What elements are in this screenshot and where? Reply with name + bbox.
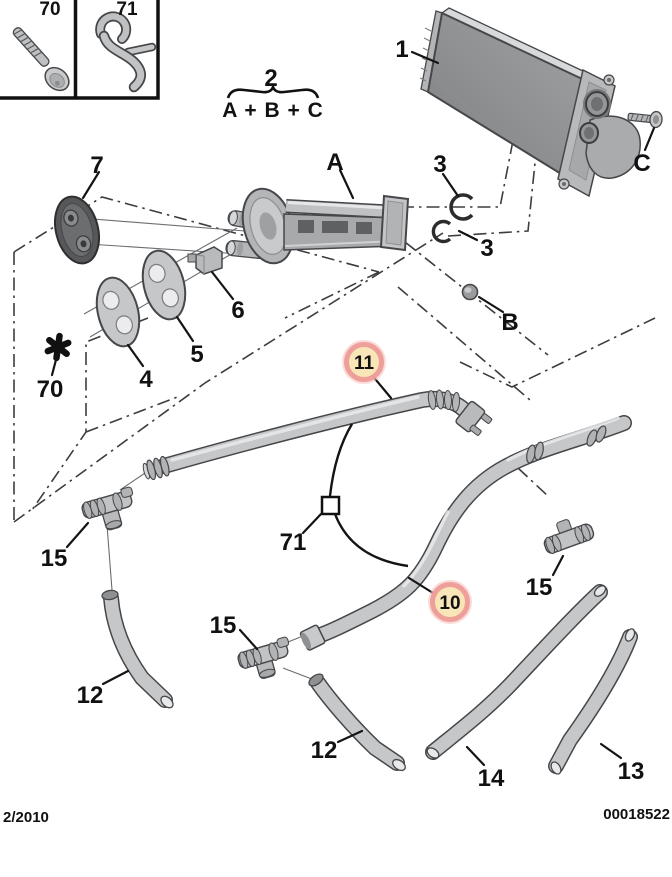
callout-grommet: 7 (90, 152, 103, 179)
inset-box: 70 71 (0, 0, 160, 100)
asterisk-70 (44, 332, 72, 362)
callout-oring-upper: 3 (433, 151, 446, 178)
callout-clip-ref: 71 (280, 529, 307, 556)
seal-4 (95, 276, 141, 348)
inset-clip (95, 11, 157, 93)
hose-13 (548, 628, 638, 775)
callout-pipe-assembly: A (326, 149, 343, 176)
kit-formula: A + B + C (222, 99, 324, 122)
hose-11 (142, 389, 493, 481)
hose-10 (299, 415, 632, 651)
callout-seal-inner: 4 (139, 366, 153, 393)
callout-screw: C (633, 150, 650, 177)
callout-tee-left: 15 (41, 545, 68, 572)
callout-core: 1 (395, 36, 408, 63)
badge-hose-11-number: 11 (354, 353, 375, 374)
callout-seal-outer: 5 (190, 341, 203, 368)
clamp-block-6 (187, 246, 223, 275)
clip-71-square (320, 495, 341, 516)
hose-12-middle (308, 673, 406, 772)
callout-hose-left: 12 (77, 682, 104, 709)
tee-middle (237, 636, 290, 680)
hose-10-end-cap (299, 624, 326, 651)
hose-12-left (101, 589, 174, 709)
footer-revision: 2/2010 (3, 809, 49, 826)
callout-clamp-block: 6 (231, 297, 244, 324)
hose-11-end-fitting (455, 400, 493, 436)
inset-clip-label: 71 (116, 0, 138, 20)
heater-core (419, 7, 641, 198)
tee-left (81, 486, 134, 531)
hose-11-corrugation (427, 389, 461, 412)
leader-lines (50, 50, 656, 767)
badge-hose-11[interactable]: 11 (342, 340, 386, 384)
callout-tee-right: 15 (526, 574, 553, 601)
badge-hose-10[interactable]: 10 (428, 580, 472, 624)
kit-brace (226, 82, 320, 99)
kit-number: 2 (264, 65, 277, 92)
badge-hose-10-number: 10 (439, 593, 460, 614)
assembly-axes (54, 215, 318, 682)
screw-c (627, 110, 663, 129)
oring-upper (449, 193, 474, 221)
plug-b (461, 283, 479, 301)
clip-71-marker (320, 423, 409, 568)
seal-5 (141, 249, 187, 321)
tee-right (543, 519, 595, 555)
hose-11-left-fitting (142, 455, 170, 481)
callout-oring-lower: 3 (480, 235, 493, 262)
footer-document-number: 00018522 (603, 806, 670, 823)
oring-lower (431, 219, 452, 244)
callout-tee-middle: 15 (210, 612, 237, 639)
callout-hose-middle: 12 (311, 737, 338, 764)
core-end-bracket (557, 68, 641, 198)
pipe-assembly-a (225, 187, 410, 265)
callout-screw-ref: 70 (37, 376, 64, 403)
inset-screw (12, 27, 70, 92)
callout-hose-long: 14 (478, 765, 505, 792)
kit-legend: 2 A + B + C (222, 65, 324, 122)
callout-plug: B (501, 309, 518, 336)
callout-hose-short: 13 (618, 758, 645, 785)
inset-screw-label: 70 (39, 0, 60, 20)
hose-14 (425, 584, 608, 760)
grommet-7 (54, 195, 100, 265)
